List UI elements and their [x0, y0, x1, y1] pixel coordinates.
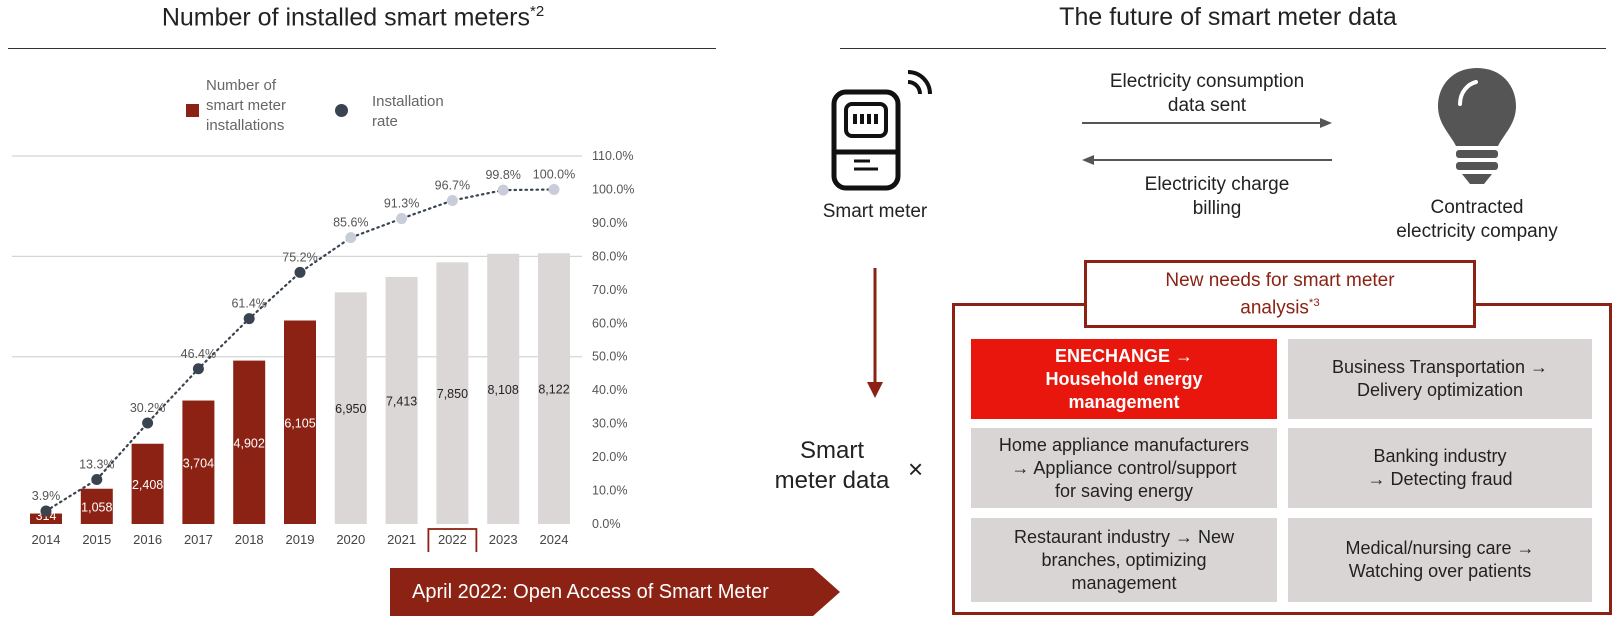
open-access-banner: April 2022: Open Access of Smart Meter — [390, 568, 840, 616]
rate-value-label: 61.4% — [231, 297, 266, 311]
rate-point — [497, 184, 509, 196]
y-right-tick-label: 90.0% — [592, 216, 627, 230]
bar — [233, 360, 266, 524]
x-tick-label: 2019 — [286, 532, 315, 547]
y-right-tick-label: 10.0% — [592, 484, 627, 498]
bar — [538, 253, 570, 524]
rate-value-label: 99.8% — [485, 168, 520, 182]
rate-value-label: 3.9% — [32, 489, 61, 503]
smart-meter-icon — [831, 70, 932, 191]
rate-point — [192, 363, 204, 375]
bar-value-label: 4,902 — [234, 436, 265, 450]
rate-value-label: 13.3% — [79, 458, 114, 472]
legend-bars-label: Number of smart meter installations — [206, 77, 287, 134]
y-right-tick-label: 100.0% — [592, 182, 634, 196]
lightbulb-icon — [1438, 68, 1516, 184]
y-right-tick-label: 40.0% — [592, 383, 627, 397]
bar — [182, 400, 215, 524]
x-tick-label: 2014 — [32, 532, 61, 547]
bar-value-label: 8,108 — [488, 383, 519, 397]
installations-chart: 0.0% 10.0% 20.0% 30.0% 40.0% 50.0% 60.0% 70.0% 8… — [12, 149, 634, 552]
bar — [334, 292, 367, 524]
rate-point — [243, 313, 255, 325]
rate-value-label: 30.2% — [130, 401, 165, 415]
bar-value-label: 3,704 — [183, 456, 214, 470]
bar-value-label: 6,105 — [284, 416, 315, 430]
bar-value-label: 8,122 — [538, 383, 569, 397]
bar — [30, 513, 62, 524]
y-right-tick-label: 70.0% — [592, 283, 627, 297]
rate-point — [548, 183, 560, 195]
company-label: Contracted electricity company — [1396, 197, 1558, 242]
rate-value-label: 91.3% — [384, 197, 419, 211]
down-arrow — [867, 268, 883, 398]
rate-point — [142, 417, 154, 429]
highlight-box — [427, 528, 478, 552]
billing-arrow — [1082, 155, 1332, 165]
x-tick-label: 2015 — [82, 532, 111, 547]
rate-line — [44, 188, 556, 513]
bar-value-label: 7,850 — [437, 387, 468, 401]
rate-value-label: 46.4% — [181, 347, 216, 361]
needs-cell-enechange: ENECHANGE → Household energy management — [971, 339, 1277, 419]
bar-value-label: 7,413 — [386, 394, 417, 408]
rate-value-label: 75.2% — [282, 250, 317, 264]
bar — [385, 276, 418, 524]
times-symbol: × — [908, 454, 924, 484]
needs-cell-banking: Banking industry → Detecting fraud — [1288, 428, 1592, 508]
consumption-sent-label: Electricity consumption data sent — [1109, 71, 1305, 116]
bar-value-label: 2,408 — [132, 478, 163, 492]
rate-point — [40, 505, 52, 517]
x-tick-label: 2018 — [235, 532, 264, 547]
x-tick-label: 2017 — [184, 532, 213, 547]
rate-point — [91, 474, 103, 486]
rate-value-label: 100.0% — [533, 167, 575, 181]
y-right-tick-label: 50.0% — [592, 350, 627, 364]
x-tick-label: 2022 — [438, 532, 467, 547]
x-tick-label: 2021 — [387, 532, 416, 547]
legend-bar-swatch — [186, 104, 199, 117]
x-tick-label: 2023 — [489, 532, 518, 547]
rate-value-label: 85.6% — [333, 216, 368, 230]
legend-dot-swatch — [335, 104, 348, 117]
chart-title-rule — [8, 48, 716, 49]
needs-cell-appliance: Home appliance manufacturers → Appliance… — [971, 428, 1277, 508]
needs-title: New needs for smart meter analysis*3 — [1084, 260, 1476, 328]
needs-cell-restaurant: Restaurant industry → New branches, opti… — [971, 518, 1277, 602]
y-right-tick-label: 60.0% — [592, 316, 627, 330]
y-right-tick-label: 110.0% — [592, 149, 633, 163]
needs-cell-medical: Medical/nursing care → Watching over pat… — [1288, 518, 1592, 602]
bar — [80, 488, 113, 524]
future-title-rule — [840, 48, 1606, 49]
y-right-tick-label: 20.0% — [592, 450, 627, 464]
chart-title: Number of installed smart meters*2 — [161, 3, 545, 32]
legend-dots-label: Installation rate — [372, 93, 444, 130]
y-right-tick-label: 30.0% — [592, 417, 627, 431]
x-tick-label: 2016 — [133, 532, 162, 547]
x-tick-label: 2024 — [540, 532, 569, 547]
needs-cell-transportation: Business Transportation → Delivery optim… — [1288, 339, 1592, 419]
x-tick-label: 2020 — [336, 532, 365, 547]
y-right-tick-label: 0.0% — [592, 517, 621, 531]
bar-value-label: 6,950 — [335, 402, 366, 416]
bar — [284, 320, 316, 524]
smart-meter-data-label: Smart meter data — [774, 437, 890, 494]
rate-point — [345, 232, 357, 244]
rate-point — [294, 266, 306, 278]
data-sent-arrow — [1082, 118, 1332, 128]
bar-value-label: 1,058 — [81, 500, 112, 514]
future-title: The future of smart meter data — [1059, 3, 1397, 31]
smart-meter-label: Smart meter — [822, 201, 928, 222]
rate-value-label: 96.7% — [435, 178, 470, 192]
y-right-tick-label: 80.0% — [592, 249, 627, 263]
bar — [487, 253, 520, 524]
billing-label: Electricity charge billing — [1144, 174, 1290, 219]
rate-point — [396, 213, 408, 225]
rate-point — [446, 194, 458, 206]
bar — [131, 443, 164, 524]
bar — [436, 262, 469, 524]
